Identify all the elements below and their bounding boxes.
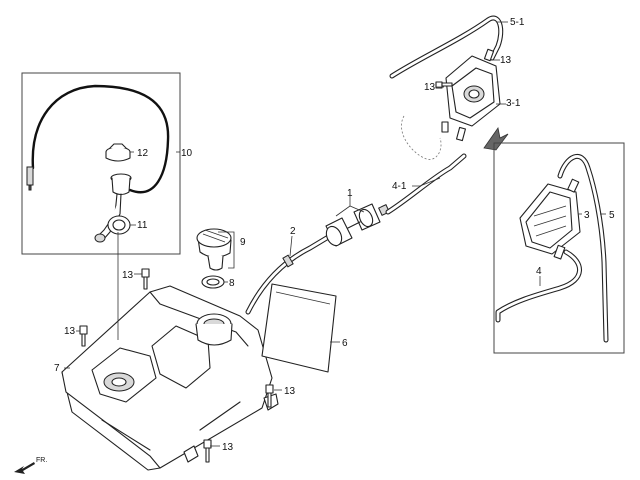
sending-unit-inset-box (21, 72, 181, 255)
callout-11: 11 (137, 220, 148, 231)
callout-4-1: 4-1 (392, 181, 407, 192)
callout-13-pump-bolt: 13 (424, 82, 436, 93)
callout-12: 12 (137, 148, 149, 159)
callout-13-tank-right: 13 (284, 386, 296, 397)
callout-10: 10 (181, 148, 193, 159)
callout-6: 6 (342, 338, 348, 349)
pump-bolt-13 (435, 81, 453, 89)
tank-bolt-left (79, 325, 88, 347)
leader-lines (64, 21, 606, 447)
callout-5-1: 5-1 (510, 17, 525, 28)
fuel-filler-cap-9 (196, 228, 232, 271)
fuel-filter-1 (325, 203, 390, 247)
callout-1: 1 (347, 188, 353, 199)
vacuum-hose-ghost (401, 115, 442, 160)
fuel-pump-3-1 (441, 48, 501, 142)
detail-arrow (483, 127, 509, 151)
fuel-hose-5-1 (389, 15, 504, 79)
callout-2: 2 (290, 226, 296, 237)
pump-inset-hose-4 (495, 249, 582, 323)
fuel-gauge-wire (26, 84, 170, 194)
fuel-tank-7 (61, 285, 279, 471)
callout-3-1: 3-1 (506, 98, 521, 109)
callout-8: 8 (229, 278, 235, 289)
tank-bolt-bottom (203, 439, 212, 463)
fuel-hose-4-1 (385, 153, 467, 215)
direction-label: FR. (36, 457, 47, 464)
tank-plate-6 (261, 283, 337, 373)
tank-bolt-top (141, 268, 150, 290)
tank-bolt-right (265, 384, 274, 408)
pump-inset-hose-5 (557, 153, 609, 343)
sending-unit-nut-12 (105, 143, 131, 162)
front-direction-indicator: FR. (14, 457, 47, 474)
callout-4: 4 (536, 266, 542, 277)
sender-gasket-11 (107, 215, 131, 235)
callout-5: 5 (609, 210, 615, 221)
filler-cap-seal-8 (201, 275, 225, 289)
fuel-pump-inset-box (493, 142, 625, 354)
fuel-hose-2 (245, 233, 333, 315)
callout-13-tank-left: 13 (64, 326, 76, 337)
pump-inset-pump-3 (519, 178, 581, 260)
callout-13-tank-top: 13 (122, 270, 134, 281)
callout-3: 3 (584, 210, 590, 221)
callout-9: 9 (240, 237, 246, 248)
callout-13-tank-bottom: 13 (222, 442, 234, 453)
callouts: 5-1 13 13 3-1 4-1 1 2 10 12 11 9 8 13 13… (54, 17, 615, 453)
callout-13-pump-top: 13 (500, 55, 512, 66)
callout-7: 7 (54, 363, 60, 374)
